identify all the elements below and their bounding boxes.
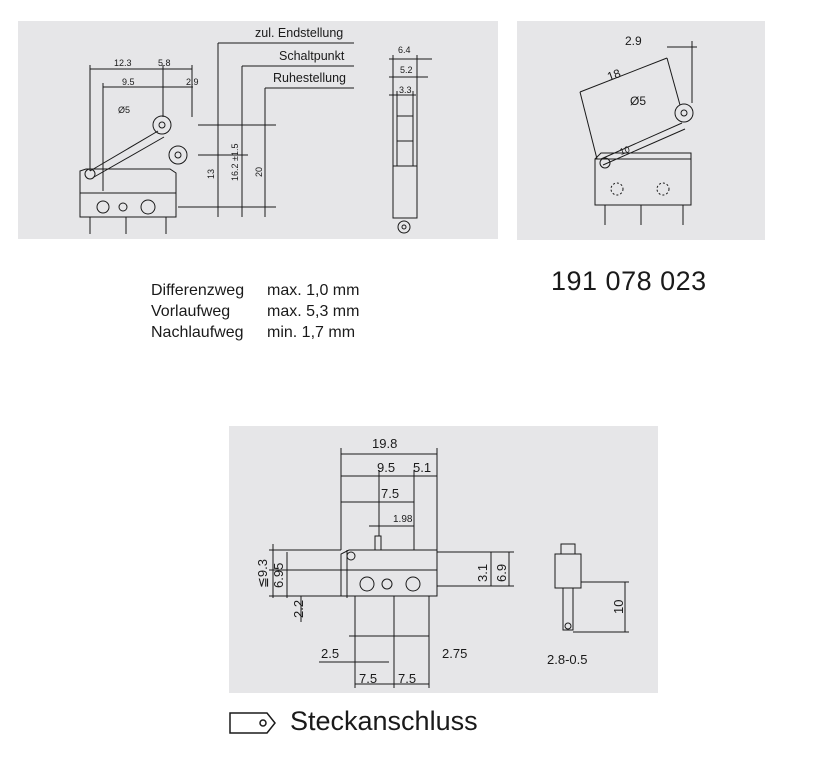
dim-2-9: 2.9	[186, 77, 199, 87]
dim-2-75: 2.75	[442, 646, 467, 661]
dim-7-5a: 7.5	[359, 671, 377, 686]
dim-7-5b: 7.5	[398, 671, 416, 686]
switch-body-top	[79, 168, 177, 193]
dim-5-1: 5.1	[413, 460, 431, 475]
spec-row: Differenzweg max. 1,0 mm	[151, 280, 359, 301]
dim-9-3: ≦9.3	[255, 559, 270, 588]
dim-5-8: 5.8	[158, 58, 171, 68]
drawing-panel-side-view: 12.3 5.8 9.5 2.9 Ø5 6.4 5.2 3.3 13 16.2 …	[18, 21, 498, 239]
spec-value: max. 1,0 mm	[267, 282, 360, 299]
dim-2-8: 2.8-0.5	[547, 652, 587, 667]
lever-angle-svg: 2.9 18 Ø5 10	[579, 34, 697, 225]
spec-value: min. 1,7 mm	[267, 324, 356, 341]
dim-dia5: Ø5	[118, 105, 130, 115]
dim-10: 10	[611, 600, 626, 614]
dim-dia5: Ø5	[630, 94, 646, 108]
spec-list: Differenzweg max. 1,0 mm Vorlaufweg max.…	[151, 280, 359, 343]
dim-6-9: 6.9	[494, 564, 509, 582]
dim-3-3: 3.3	[399, 85, 412, 95]
plug-terminal-icon	[229, 712, 276, 734]
caption-steckanschluss: Steckanschluss	[290, 706, 478, 736]
dim-1-98: 1.98	[393, 514, 413, 525]
dim-2-2: 2.2	[291, 600, 306, 618]
spec-row: Vorlaufweg max. 5,3 mm	[151, 301, 359, 322]
dim-2-5: 2.5	[321, 646, 339, 661]
dim-10: 10	[618, 144, 631, 157]
dim-3-1: 3.1	[475, 564, 490, 582]
dim-6-4: 6.4	[398, 45, 411, 55]
drawing-panel-dimensions: 19.8 9.5 5.1 7.5 1.98 ≦9.3 6.95 2.2 3.1 …	[229, 426, 658, 693]
dim-7-5: 7.5	[381, 486, 399, 501]
dim-9-5: 9.5	[122, 77, 135, 87]
switch-body-outline	[79, 192, 177, 218]
dim-18: 18	[605, 66, 623, 84]
spec-row: Nachlaufweg min. 1,7 mm	[151, 322, 359, 343]
dim-20: 20	[254, 167, 264, 177]
label-ruhestellung: Ruhestellung	[273, 71, 346, 85]
spec-label: Nachlaufweg	[151, 324, 244, 341]
dim-19-8: 19.8	[372, 436, 397, 451]
spec-label: Differenzweg	[151, 282, 245, 299]
dim-13: 13	[206, 169, 216, 179]
dim-12-3: 12.3	[114, 58, 132, 68]
side-view-svg: 12.3 5.8 9.5 2.9 Ø5 6.4 5.2 3.3 13 16.2 …	[79, 26, 432, 234]
spec-value: max. 5,3 mm	[267, 303, 360, 320]
dim-16-2: 16.2 ±1.5	[230, 144, 240, 181]
drawing-panel-lever-angle: 2.9 18 Ø5 10	[517, 21, 765, 240]
dimensions-svg: 19.8 9.5 5.1 7.5 1.98 ≦9.3 6.95 2.2 3.1 …	[255, 436, 629, 688]
label-endstellung: zul. Endstellung	[255, 26, 343, 40]
label-schaltpunkt: Schaltpunkt	[279, 49, 345, 63]
dim-9-5: 9.5	[377, 460, 395, 475]
dim-2-9: 2.9	[625, 34, 642, 48]
dim-6-95: 6.95	[271, 563, 286, 588]
dim-5-2: 5.2	[400, 65, 413, 75]
spec-label: Vorlaufweg	[151, 303, 231, 320]
part-number: 191 078 023	[551, 266, 707, 296]
